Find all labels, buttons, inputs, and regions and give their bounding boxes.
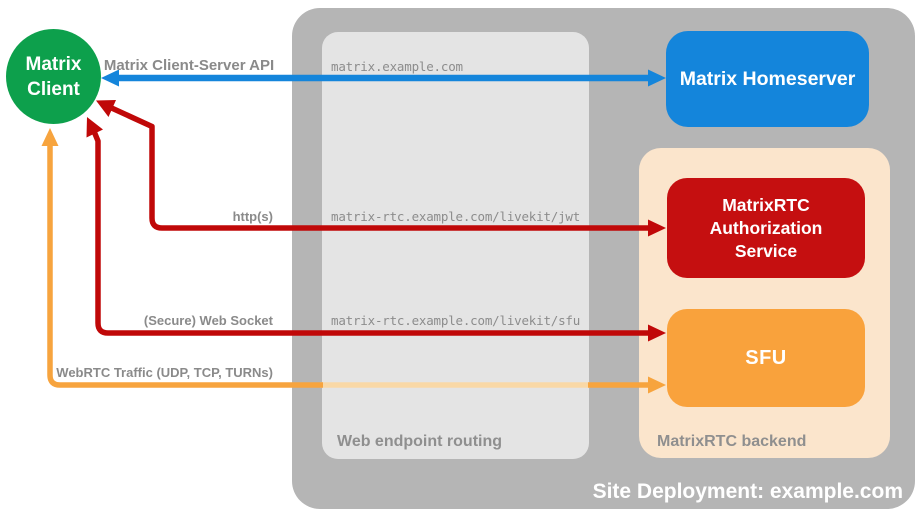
sfu-node: SFU (667, 309, 865, 407)
edge-jwt-label: http(s) (232, 209, 273, 224)
matrix-client-label-line2: Client (27, 78, 80, 100)
matrixrtc-backend-label: MatrixRTC backend (657, 433, 807, 450)
web-endpoint-routing-label: Web endpoint routing (337, 433, 503, 450)
route-livekit-sfu: matrix-rtc.example.com/livekit/sfu (331, 313, 581, 328)
edge-jwt-arrowhead-client (96, 100, 116, 117)
edge-webrtc-label: WebRTC Traffic (UDP, TCP, TURNs) (56, 365, 273, 380)
matrix-homeserver-node: Matrix Homeserver (666, 31, 869, 127)
edge-webrtc-line-left (47, 145, 323, 388)
route-livekit-jwt: matrix-rtc.example.com/livekit/jwt (331, 209, 581, 224)
edge-ws-label: (Secure) Web Socket (143, 313, 273, 328)
matrix-client-label-line1: Matrix (25, 53, 82, 75)
sfu-label: SFU (745, 346, 787, 369)
matrix-homeserver-label: Matrix Homeserver (679, 67, 856, 90)
authorization-service-label: MatrixRTC Authorization Service (709, 194, 823, 261)
site-deployment-title: Site Deployment: example.com (592, 480, 903, 503)
matrixrtc-authorization-service-node: MatrixRTC Authorization Service (667, 178, 865, 278)
web-endpoint-routing-container (322, 32, 589, 459)
edge-api-label: Matrix Client-Server API (103, 57, 275, 74)
route-matrix-domain: matrix.example.com (331, 59, 463, 74)
edge-ws-arrowhead-client (86, 117, 103, 138)
edge-webrtc-arrowhead-client (41, 128, 59, 146)
matrix-client-node: Matrix Client (6, 29, 101, 124)
